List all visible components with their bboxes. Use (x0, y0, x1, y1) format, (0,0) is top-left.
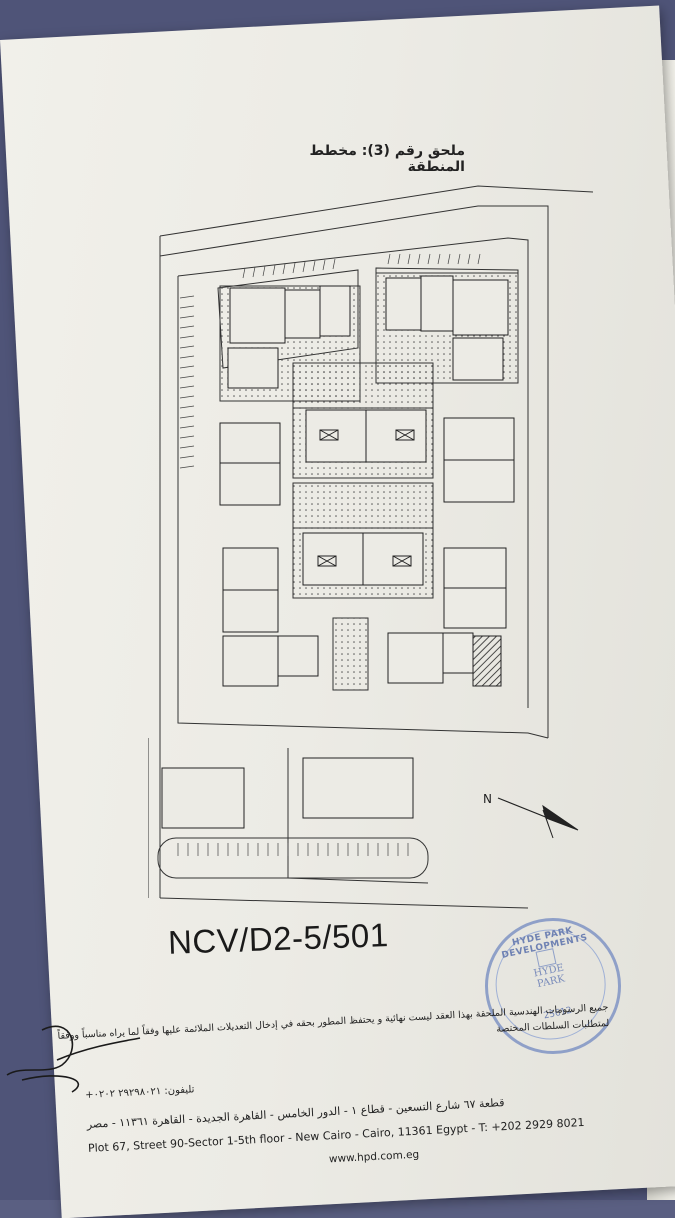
signature-icon (6, 1025, 141, 1093)
page-title: ملحق رقم (3): مخطط المنطقة (309, 143, 465, 175)
north-arrow-icon (497, 797, 579, 839)
plan-code: NCV/D2-5/501 (167, 916, 390, 961)
north-label: N (483, 792, 492, 806)
site-plan: N (148, 185, 593, 909)
